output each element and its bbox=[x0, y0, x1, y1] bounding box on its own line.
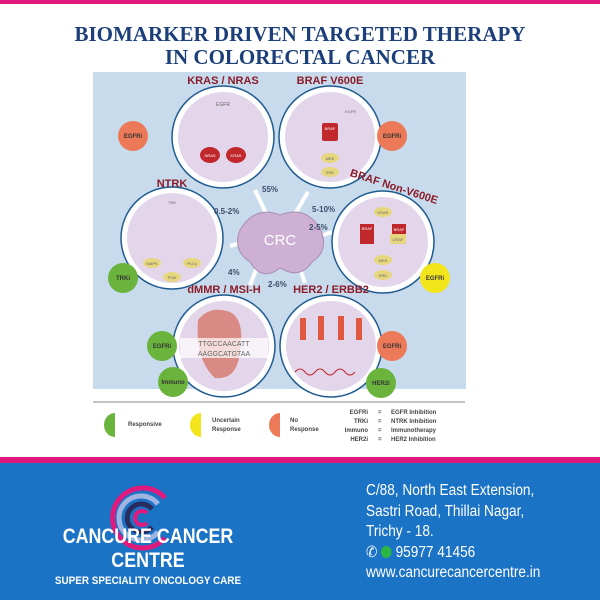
legend-swatch-responsive bbox=[104, 413, 115, 437]
badge-egfri-kras bbox=[118, 121, 148, 151]
svg-text:EGFRi: EGFRi bbox=[350, 410, 369, 416]
svg-text:EGFRi: EGFRi bbox=[426, 276, 445, 282]
website-link[interactable]: www.cancurecancercentre.in bbox=[366, 564, 541, 581]
svg-text:HER2i: HER2i bbox=[372, 381, 390, 387]
page-title-line-1: BIOMARKER DRIVEN TARGETED THERAPY bbox=[74, 22, 526, 46]
svg-text:AAGGCATGTAA: AAGGCATGTAA bbox=[198, 351, 251, 358]
percent-dmmr: 4% bbox=[228, 268, 240, 277]
svg-text:EGFRi: EGFRi bbox=[124, 134, 143, 140]
contact-info: C/88, North East Extension, Sastri Road,… bbox=[366, 481, 540, 584]
page-title-line-2: IN COLORECTAL CANCER bbox=[164, 45, 436, 69]
svg-text:Responsive: Responsive bbox=[128, 422, 162, 428]
svg-text:Immunotherapy: Immunotherapy bbox=[391, 428, 437, 434]
circle-kras: KRAS / NRAS EGFR NRAS KRAS bbox=[171, 75, 275, 189]
svg-text:ERK: ERK bbox=[326, 170, 335, 175]
crc-biomarker-diagram: CRC KRAS / NRAS EGFR NRAS KRAS BRAF V600… bbox=[93, 72, 466, 443]
svg-text:ERK: ERK bbox=[379, 273, 388, 278]
svg-text:Response: Response bbox=[290, 427, 319, 433]
svg-text:KRAS: KRAS bbox=[378, 210, 389, 215]
svg-text:PI3K: PI3K bbox=[168, 275, 177, 280]
svg-text:TRKi: TRKi bbox=[354, 419, 368, 425]
svg-text:Response: Response bbox=[212, 427, 241, 433]
svg-text:dMMR / MSI-H: dMMR / MSI-H bbox=[187, 284, 260, 296]
phone-icon: ✆ bbox=[366, 543, 378, 561]
svg-text:KRAS / NRAS: KRAS / NRAS bbox=[187, 75, 259, 87]
svg-text:=: = bbox=[378, 428, 382, 434]
svg-text:EGFR Inhibition: EGFR Inhibition bbox=[391, 410, 437, 416]
brand-name: CANCURE CANCER CENTRE bbox=[62, 525, 234, 572]
percent-braf-non: 2-5% bbox=[309, 223, 328, 232]
badge-egfri-her2 bbox=[377, 331, 407, 361]
svg-text:=: = bbox=[378, 410, 382, 416]
svg-text:NRAS: NRAS bbox=[204, 153, 215, 158]
phone-number[interactable]: 95977 41456 bbox=[395, 543, 476, 561]
legend-swatch-no-response bbox=[269, 413, 280, 437]
address-line: Sastri Road, Thillai Nagar, bbox=[366, 502, 525, 520]
legend-abbreviations: EGFRi = EGFR Inhibition TRKi = NTRK Inhibiti… bbox=[345, 410, 437, 443]
svg-text:PLCγ: PLCγ bbox=[187, 261, 197, 266]
badge-egfri-braf-non bbox=[420, 263, 450, 293]
svg-text:EGFR: EGFR bbox=[216, 102, 230, 108]
crc-label: CRC bbox=[264, 232, 297, 249]
svg-text:TRKi: TRKi bbox=[116, 276, 130, 282]
footer: CANCURE CANCER CENTRE SUPER SPECIALITY O… bbox=[0, 463, 600, 600]
badge-immuno bbox=[158, 367, 188, 397]
badge-egfri-braf-v600e bbox=[377, 121, 407, 151]
svg-text:BRAF V600E: BRAF V600E bbox=[297, 75, 364, 87]
svg-text:MAPK: MAPK bbox=[146, 261, 158, 266]
svg-text:TRK: TRK bbox=[168, 200, 176, 205]
svg-text:BRAF: BRAF bbox=[362, 226, 373, 231]
svg-text:CRAF: CRAF bbox=[393, 237, 404, 242]
percent-braf-v600e: 5-10% bbox=[312, 205, 335, 214]
circle-ntrk: NTRK TRK MAPK PI3K PLCγ bbox=[120, 178, 224, 290]
address-line: Trichy - 18. bbox=[366, 523, 434, 540]
svg-text:EGFRi: EGFRi bbox=[383, 134, 402, 140]
svg-text:HER2i: HER2i bbox=[350, 437, 368, 443]
svg-text:EGFRi: EGFRi bbox=[383, 344, 402, 350]
percent-kras: 55% bbox=[262, 185, 278, 194]
badge-her2i bbox=[366, 368, 396, 398]
svg-text:MEK: MEK bbox=[326, 156, 335, 161]
badge-egfri-dmmr bbox=[147, 331, 177, 361]
svg-text:=: = bbox=[378, 419, 382, 425]
svg-text:KRAS: KRAS bbox=[231, 153, 242, 158]
whatsapp-icon bbox=[381, 545, 392, 558]
svg-text:BRAF: BRAF bbox=[394, 227, 405, 232]
svg-text:EGFR: EGFR bbox=[345, 109, 356, 114]
svg-text:Uncertain: Uncertain bbox=[212, 418, 240, 424]
svg-text:NTRK Inhibition: NTRK Inhibition bbox=[391, 419, 437, 425]
svg-text:NTRK: NTRK bbox=[157, 178, 188, 190]
crc-cell bbox=[237, 211, 325, 275]
cancure-logo-icon bbox=[110, 485, 167, 551]
svg-text:BRAF: BRAF bbox=[325, 126, 336, 131]
svg-text:Immuno: Immuno bbox=[161, 380, 185, 386]
percent-her2: 2-6% bbox=[268, 280, 287, 289]
brand-tagline: SUPER SPECIALITY ONCOLOGY CARE bbox=[54, 575, 242, 587]
circle-dmmr: dMMR / MSI-H TTGCCAACATT AAGGCATGTAA bbox=[172, 284, 276, 398]
svg-text:TTGCCAACATT: TTGCCAACATT bbox=[198, 341, 250, 348]
svg-text:=: = bbox=[378, 437, 382, 443]
svg-text:HER2 Inhibition: HER2 Inhibition bbox=[391, 437, 436, 443]
svg-text:Immuno: Immuno bbox=[345, 428, 369, 434]
svg-text:No: No bbox=[290, 418, 298, 424]
legend-swatch-uncertain bbox=[190, 413, 201, 437]
svg-text:MEK: MEK bbox=[379, 258, 388, 263]
svg-text:EGFRi: EGFRi bbox=[153, 344, 172, 350]
footer-accent-bar bbox=[0, 457, 600, 463]
badge-trki bbox=[108, 263, 138, 293]
top-accent-bar bbox=[0, 0, 600, 4]
svg-text:HER2 / ERBB2: HER2 / ERBB2 bbox=[293, 284, 369, 296]
percent-ntrk: 0.5-2% bbox=[214, 207, 239, 216]
address-line: C/88, North East Extension, bbox=[366, 482, 535, 499]
